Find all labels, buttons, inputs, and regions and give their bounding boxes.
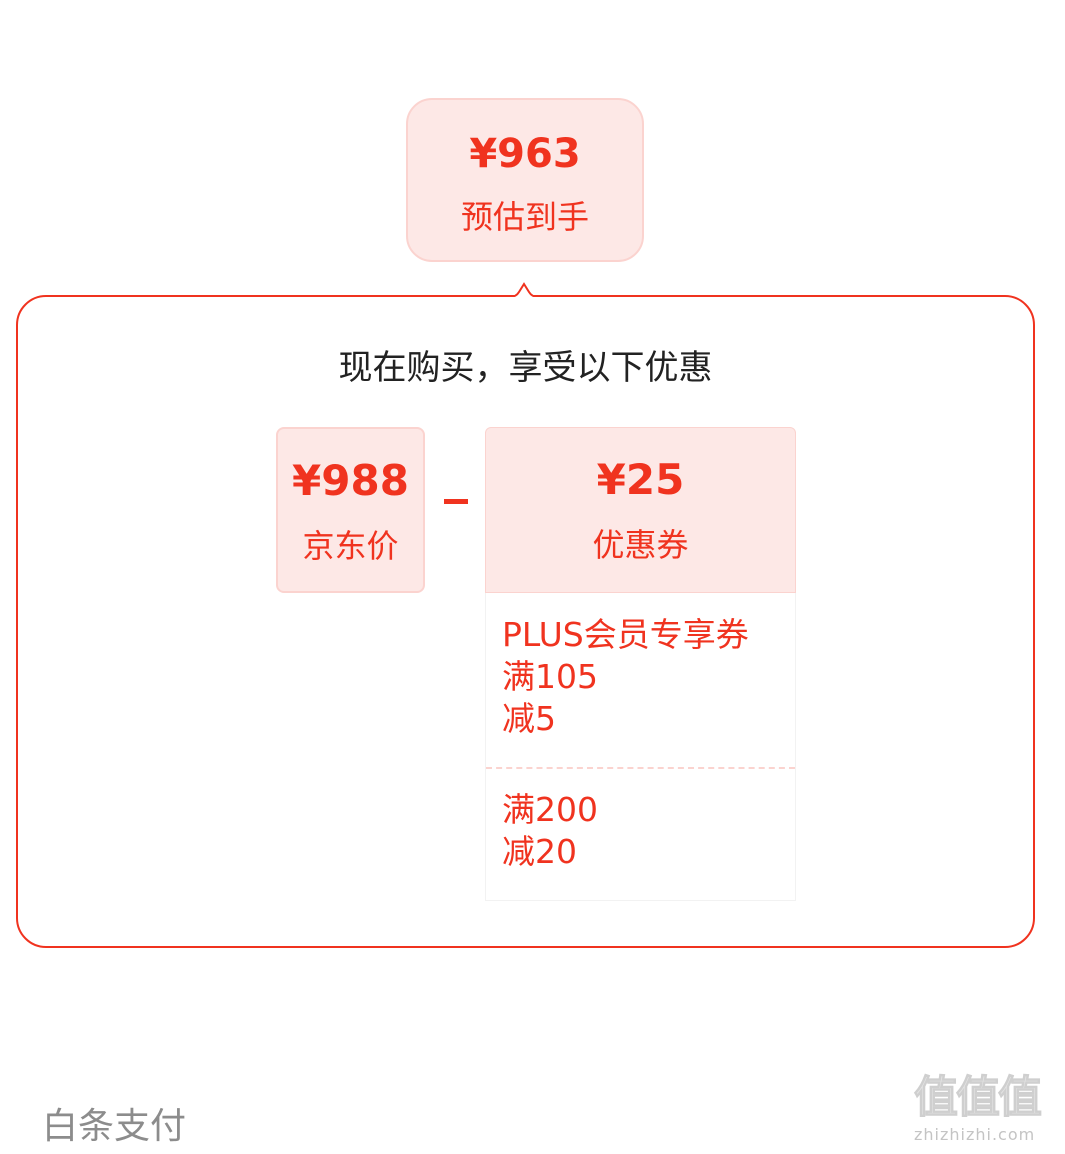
watermark-logo-text: 值值值	[914, 1072, 1043, 1124]
coupon-amount: ¥25	[596, 455, 685, 504]
coupon-list: PLUS会员专享券 满105 减5 满200 减20	[485, 593, 796, 901]
coupon-item-name: PLUS会员专享券	[502, 615, 749, 654]
discount-breakdown-panel: 现在购买，享受以下优惠 ¥988 京东价 ¥25 优惠券 PLUS会员专享券 满…	[16, 295, 1035, 948]
payment-method-label[interactable]: 白条支付	[42, 1106, 187, 1147]
coupon-label: 优惠券	[592, 526, 689, 564]
estimated-price-bubble: ¥963 预估到手	[406, 98, 644, 262]
site-watermark-logo: 值值值 zhizhizhi.com	[914, 1070, 1060, 1146]
estimated-price-label: 预估到手	[460, 198, 589, 236]
jd-price-label: 京东价	[302, 527, 399, 565]
jd-price-amount: ¥988	[292, 456, 409, 505]
coupon-item[interactable]: PLUS会员专享券 满105 减5	[486, 593, 795, 769]
coupon-item-threshold: 满105	[502, 657, 598, 696]
coupon-item[interactable]: 满200 减20	[486, 769, 795, 900]
watermark-domain: zhizhizhi.com	[914, 1125, 1036, 1144]
coupon-item-threshold: 满200	[502, 790, 598, 829]
jd-price-box: ¥988 京东价	[276, 427, 425, 593]
coupon-item-discount: 减5	[502, 699, 556, 738]
coupon-item-discount: 减20	[502, 832, 577, 871]
minus-sign-icon	[444, 499, 468, 504]
panel-title: 现在购买，享受以下优惠	[338, 348, 713, 388]
panel-pointer-arrow	[506, 282, 542, 298]
coupon-box[interactable]: ¥25 优惠券	[485, 427, 796, 593]
estimated-price: ¥963	[469, 131, 581, 177]
